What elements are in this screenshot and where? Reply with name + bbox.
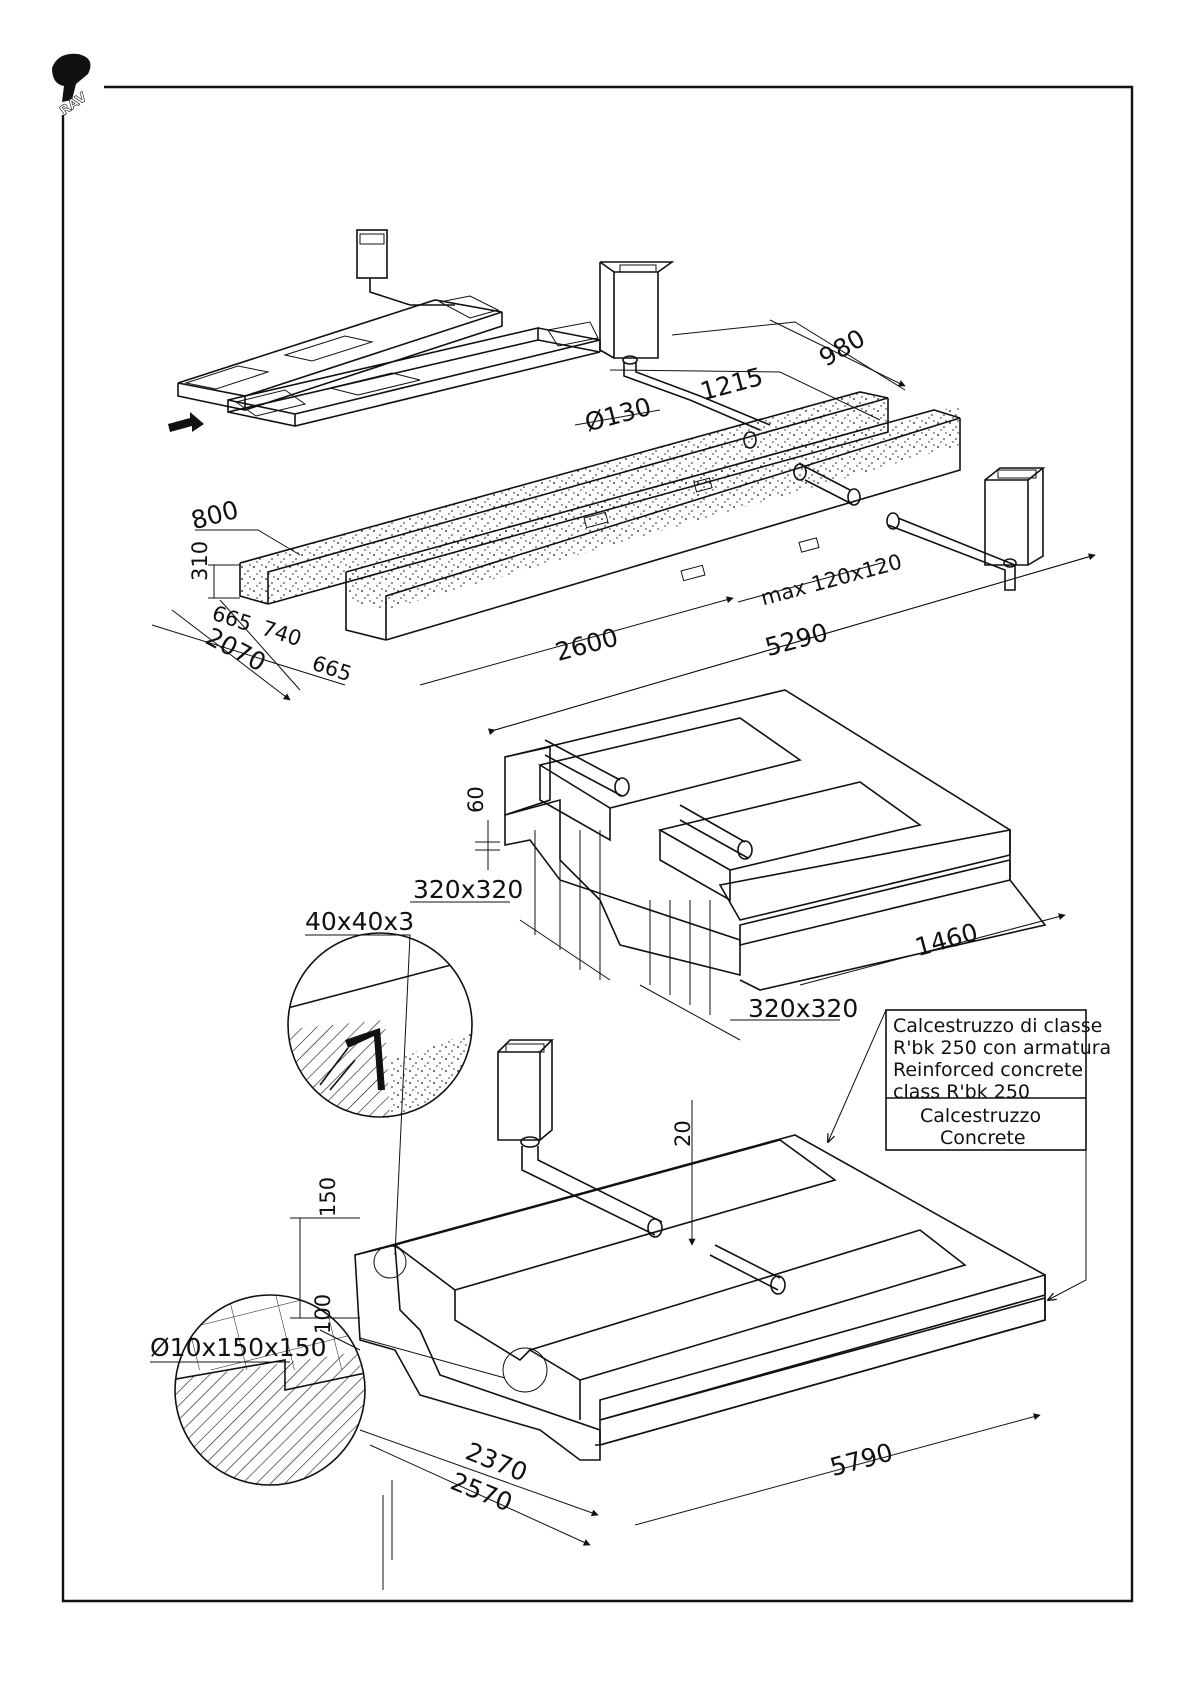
dim-740: 740	[259, 616, 305, 651]
brand-logo: RAV	[52, 54, 90, 119]
dim-2600: 2600	[552, 622, 621, 666]
pit-section-1: 60 320x320 320x320 1460	[410, 690, 1065, 1040]
dim-40x40x3: 40x40x3	[305, 907, 414, 936]
dim-310: 310	[188, 541, 212, 581]
dim-100: 100	[311, 1294, 335, 1334]
pit-section-2: 40x40x3 Ø10x150x150 20 150 100 2370 2570…	[150, 907, 1111, 1590]
dim-20: 20	[671, 1120, 695, 1147]
dim-diam-130: Ø130	[582, 392, 655, 437]
legend-c-2: Concrete	[940, 1127, 1026, 1149]
legend-rc-1: Calcestruzzo di classe	[893, 1015, 1102, 1037]
dim-320-bottom: 320x320	[748, 994, 858, 1023]
dim-1460: 1460	[912, 918, 981, 962]
logo-text: RAV	[57, 90, 90, 119]
dim-mesh: Ø10x150x150	[150, 1333, 327, 1362]
legend-rc-4: class R'bk 250	[893, 1081, 1030, 1103]
pit-plan: 980 1215 Ø130 800 310 665 740 665 2070 2…	[152, 262, 1095, 730]
lift-preview	[168, 230, 600, 432]
dim-1215: 1215	[697, 362, 766, 406]
legend-rc-3: Reinforced concrete	[893, 1059, 1083, 1081]
dim-320-top: 320x320	[413, 875, 523, 904]
dim-665-right: 665	[309, 651, 355, 686]
dim-5790: 5790	[827, 1438, 896, 1482]
dim-150: 150	[316, 1177, 340, 1217]
legend-c-1: Calcestruzzo	[920, 1105, 1041, 1127]
dim-max-120: max 120x120	[758, 550, 904, 611]
dim-5290: 5290	[762, 618, 831, 662]
legend-rc-2: R'bk 250 con armatura	[893, 1037, 1111, 1059]
dim-800: 800	[188, 495, 242, 535]
dim-60: 60	[464, 786, 488, 813]
